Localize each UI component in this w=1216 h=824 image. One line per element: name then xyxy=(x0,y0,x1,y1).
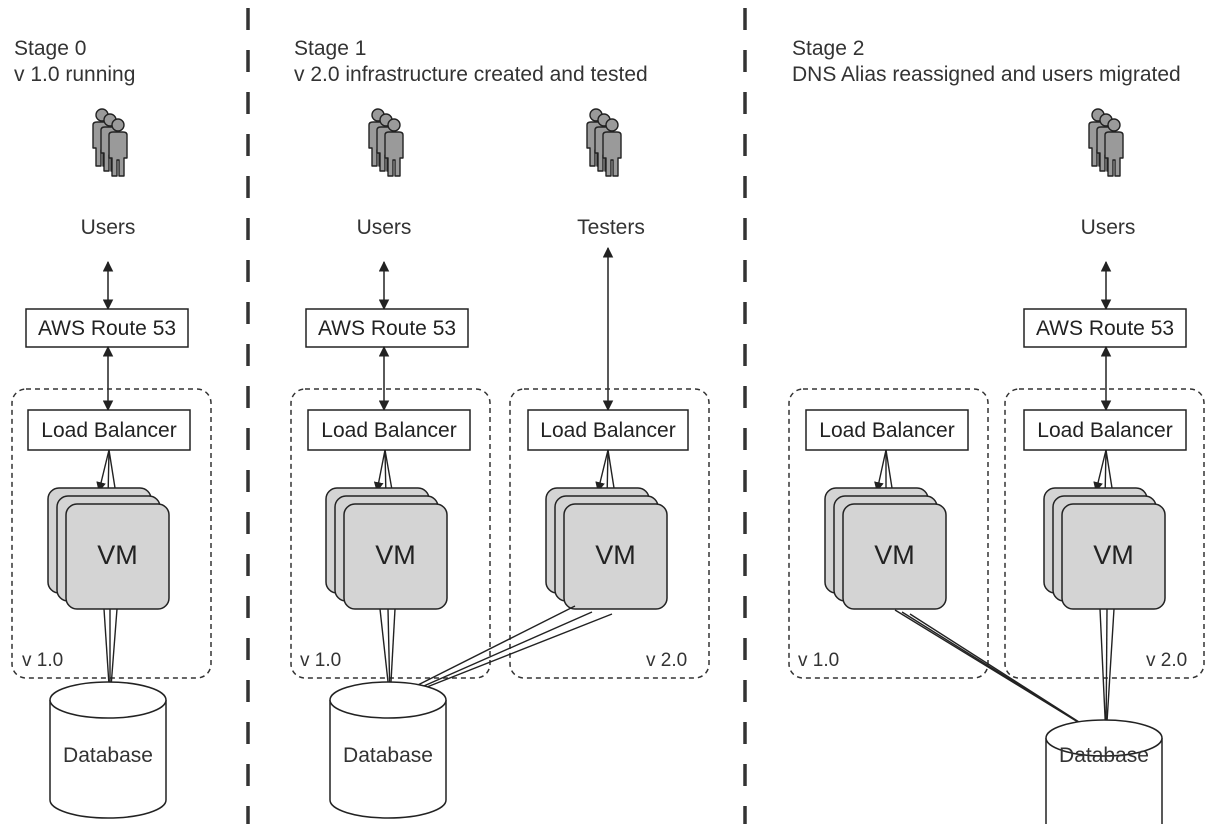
stage-0 xyxy=(11,109,212,819)
testers-label: Testers xyxy=(577,216,645,239)
version-label: v 1.0 xyxy=(798,650,840,671)
route53-label: AWS Route 53 xyxy=(1035,317,1175,340)
stage-2-heading: Stage 2 DNS Alias reassigned and users m… xyxy=(792,36,1181,88)
users-icon xyxy=(1089,109,1123,176)
vm-label: VM xyxy=(375,540,416,570)
version-label: v 1.0 xyxy=(300,650,342,671)
stage-0-heading: Stage 0 v 1.0 running xyxy=(14,36,135,88)
load-balancer-label: Load Balancer xyxy=(819,419,955,442)
users-label: Users xyxy=(1080,216,1136,239)
users-icon xyxy=(369,109,403,176)
route53-box xyxy=(305,308,469,348)
users-label: Users xyxy=(80,216,136,239)
version-label: v 2.0 xyxy=(646,650,688,671)
stage-subtitle: v 2.0 infrastructure created and tested xyxy=(294,63,648,86)
users-label: Users xyxy=(356,216,412,239)
stage-subtitle: v 1.0 running xyxy=(14,63,136,86)
database-label: Database xyxy=(343,744,433,767)
stage-title: Stage 0 xyxy=(14,37,87,60)
v2-boundary xyxy=(1004,388,1205,679)
v1-boundary xyxy=(290,388,491,679)
version-label: v 1.0 xyxy=(22,650,64,671)
version-label: v 2.0 xyxy=(1146,650,1188,671)
v1-boundary xyxy=(788,388,989,679)
route53-box xyxy=(1023,308,1187,348)
testers-icon xyxy=(587,109,621,176)
stage-2 xyxy=(788,109,1205,824)
load-balancer-box xyxy=(307,409,471,451)
stage-1 xyxy=(290,109,710,819)
v2-boundary xyxy=(509,388,710,679)
stage-1-heading: Stage 1 v 2.0 infrastructure created and… xyxy=(294,36,648,88)
stage-title: Stage 2 xyxy=(792,37,865,60)
users-icon xyxy=(93,109,127,176)
load-balancer-label: Load Balancer xyxy=(321,419,457,442)
route53-label: AWS Route 53 xyxy=(37,317,177,340)
vm-label: VM xyxy=(874,540,915,570)
vm-label: VM xyxy=(1093,540,1134,570)
route53-label: AWS Route 53 xyxy=(317,317,457,340)
database-label: Database xyxy=(63,744,153,767)
stage-title: Stage 1 xyxy=(294,37,367,60)
load-balancer-label: Load Balancer xyxy=(41,419,177,442)
vm-label: VM xyxy=(595,540,636,570)
database-label: Database xyxy=(1059,744,1149,767)
vm-label: VM xyxy=(97,540,138,570)
stage-subtitle: DNS Alias reassigned and users migrated xyxy=(792,63,1181,86)
load-balancer-box xyxy=(1023,409,1187,451)
load-balancer-label: Load Balancer xyxy=(1037,419,1173,442)
database-cylinder xyxy=(1045,719,1163,824)
route53-box xyxy=(25,308,189,348)
load-balancer-label: Load Balancer xyxy=(540,419,676,442)
load-balancer-box xyxy=(805,409,969,451)
